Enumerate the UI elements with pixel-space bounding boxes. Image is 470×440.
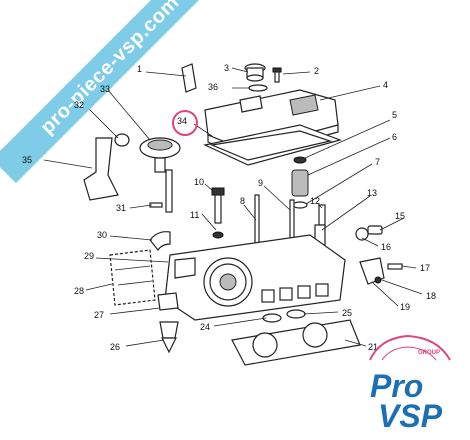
callout-8: 8: [240, 196, 246, 206]
cover-gasket: [203, 124, 342, 166]
callout-2: 2: [314, 66, 320, 76]
callout-33: 33: [100, 84, 111, 94]
callout-26: 26: [110, 342, 121, 352]
plug-and-oring: [355, 225, 383, 241]
callout-36: 36: [208, 82, 219, 92]
callout-25: 25: [342, 308, 353, 318]
callout-13: 13: [367, 188, 378, 198]
callout-5: 5: [392, 110, 398, 120]
callout-4: 4: [383, 80, 389, 90]
head-gasket: [231, 319, 361, 366]
callout-19: 19: [400, 302, 411, 312]
callout-34: 34: [177, 116, 188, 126]
engine-casting: [109, 249, 156, 306]
callout-1: 1: [137, 64, 143, 74]
callout-9: 9: [258, 178, 264, 188]
callout-29: 29: [84, 251, 95, 261]
logo-vsp-text: VSP: [378, 398, 443, 434]
water-pipe: [83, 133, 130, 201]
callout-3: 3: [224, 63, 230, 73]
callout-21: 21: [368, 342, 379, 352]
thermostat-housing: [139, 137, 181, 213]
callout-6: 6: [392, 132, 398, 142]
logo-group-text: GROUP: [418, 350, 441, 356]
rocker-arm: [181, 63, 197, 93]
logo-pro-text: Pro: [370, 368, 424, 404]
callout-17: 17: [420, 263, 431, 273]
callout-10: 10: [194, 177, 205, 187]
cover-screw: [272, 67, 282, 83]
callout-28: 28: [74, 286, 85, 296]
coolant-hose: [149, 231, 171, 252]
callout-18: 18: [426, 291, 437, 301]
valve-spring-assembly: [291, 156, 309, 209]
cylinder-head: [164, 234, 346, 321]
highlight-ring: [172, 110, 198, 136]
callout-16: 16: [381, 242, 392, 252]
callout-31: 31: [116, 203, 127, 213]
callout-24: 24: [200, 322, 211, 332]
callout-32: 32: [74, 100, 85, 110]
callout-7: 7: [375, 157, 381, 167]
callout-15: 15: [395, 211, 406, 221]
callout-27: 27: [94, 310, 105, 320]
callout-30: 30: [97, 230, 108, 240]
filler-cap: [244, 63, 268, 92]
bracket-assembly: [359, 257, 403, 285]
provsp-logo: GROUP Pro VSP: [360, 320, 460, 434]
callout-12: 12: [310, 196, 321, 206]
callout-35: 35: [22, 155, 33, 165]
water-outlet: [157, 292, 179, 354]
seals: [262, 309, 306, 323]
callout-11: 11: [190, 210, 200, 220]
car-silhouette-icon: [369, 334, 451, 361]
head-bolt: [211, 187, 225, 239]
leader-lines: [43, 67, 423, 347]
